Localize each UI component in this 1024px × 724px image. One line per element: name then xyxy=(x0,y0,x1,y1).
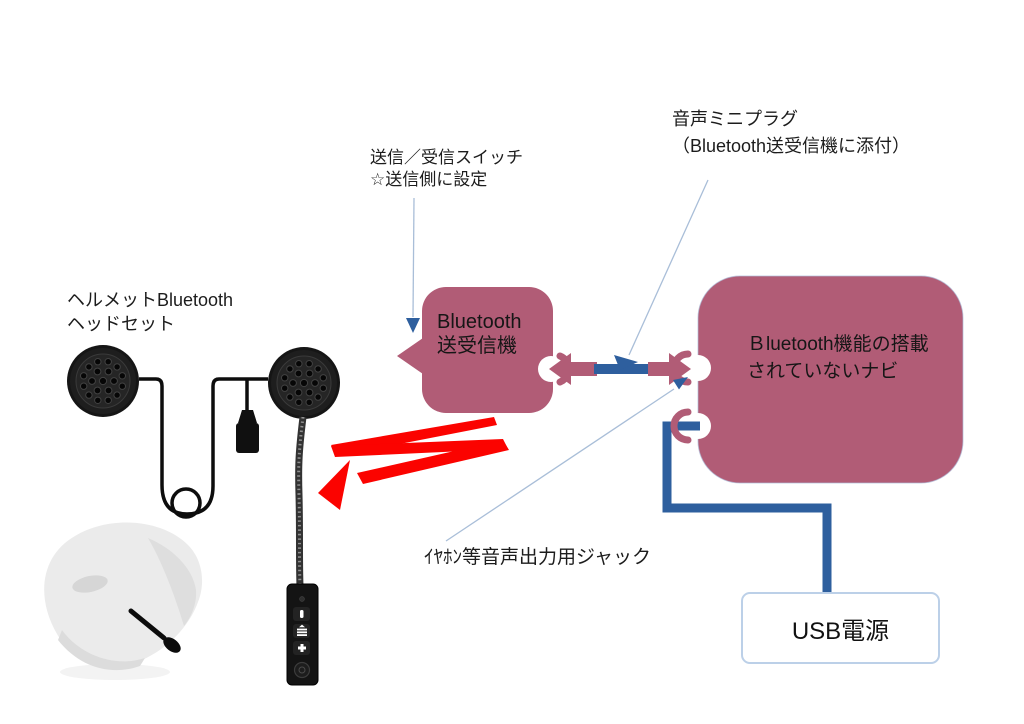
headset-photo xyxy=(66,344,341,686)
power-icon xyxy=(298,666,306,674)
jack-annotation: ｲﾔﾎﾝ等音声出力用ジャック xyxy=(424,547,652,568)
audio-plug-arrow-right-icon xyxy=(648,353,691,385)
wireless-signal-arrow-icon xyxy=(318,417,509,510)
track-icon xyxy=(297,624,307,636)
transceiver-label: Bluetooth 送受信機 xyxy=(437,310,522,358)
braided-cable xyxy=(295,416,307,587)
jack-plug-body xyxy=(236,423,259,453)
microphone-head xyxy=(163,637,181,653)
jack-pointer-arrow-icon xyxy=(673,377,688,390)
switch-pointer-line xyxy=(412,197,415,318)
jack-plug-neck xyxy=(238,410,257,423)
headset-label-line2: ヘッドセット xyxy=(67,314,175,334)
right-speaker-icon xyxy=(267,346,341,420)
transceiver-label-line2: 送受信機 xyxy=(437,335,517,357)
navi-label-line1: Ｂluetooth機能の搭載 xyxy=(747,334,929,355)
usb-power-label: USB電源 xyxy=(791,617,890,645)
headset-label: ヘルメットBluetooth ヘッドセット xyxy=(67,288,233,336)
audio-plug-arrow-left-icon xyxy=(549,353,597,385)
plug-annotation-line1: 音声ミニプラグ xyxy=(672,109,798,129)
navi-label-line2: されていないナビ xyxy=(747,361,899,382)
usb-power-box: USB電源 xyxy=(741,592,940,664)
switch-annotation-line2: ☆送信側に設定 xyxy=(370,170,488,189)
socket-crescent-icon xyxy=(670,408,692,444)
inline-remote xyxy=(286,583,319,686)
plug-annotation-line2: （Bluetooth送受信機に添付） xyxy=(672,136,911,156)
plug-pointer-arrow-icon xyxy=(614,355,638,370)
headset-label-line1: ヘルメットBluetooth xyxy=(67,290,234,310)
transceiver-box xyxy=(422,287,553,413)
navi-audio-socket-notch xyxy=(685,355,711,381)
remote-led xyxy=(299,596,305,602)
plug-annotation: 音声ミニプラグ （Bluetooth送受信機に添付） xyxy=(672,106,910,160)
helmet-shadow xyxy=(60,664,170,680)
microphone-boom xyxy=(128,608,167,641)
transmit-switch-tab-icon xyxy=(397,338,423,374)
transceiver-label-line1: Bluetooth xyxy=(437,311,522,333)
left-speaker-icon xyxy=(66,344,140,418)
plus-icon xyxy=(298,644,306,652)
helmet-visor xyxy=(148,538,197,626)
headset-wire-loop xyxy=(170,487,202,519)
jack-pointer-line xyxy=(445,388,675,542)
switch-annotation: 送信／受信スイッチ ☆送信側に設定 xyxy=(370,147,523,191)
minus-icon xyxy=(300,610,304,618)
switch-pointer-arrow-icon xyxy=(406,318,420,333)
usb-power-cable xyxy=(662,421,832,593)
plug-pointer-line xyxy=(628,179,709,356)
helmet-photo xyxy=(44,522,203,680)
helmet-vent xyxy=(72,575,108,593)
headset-wire xyxy=(139,377,268,516)
switch-annotation-line1: 送信／受信スイッチ xyxy=(370,148,523,167)
navi-label: Ｂluetooth機能の搭載 されていないナビ xyxy=(747,331,929,385)
helmet-chin-trim xyxy=(58,630,145,671)
power-button xyxy=(293,661,311,679)
